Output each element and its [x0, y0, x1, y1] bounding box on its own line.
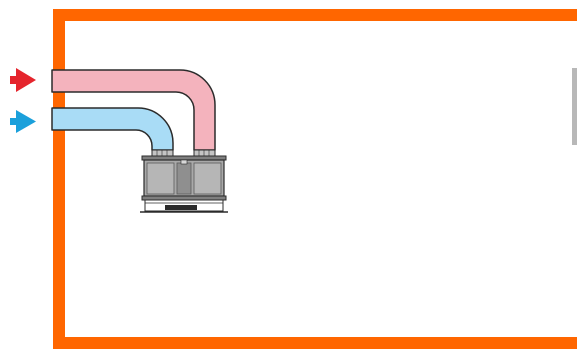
ventilation-unit-icon — [140, 149, 228, 213]
room-wall — [53, 9, 577, 349]
supply-duct — [51, 69, 216, 151]
red-inlet-arrow-icon — [10, 68, 36, 92]
edge-marker — [572, 68, 577, 145]
return-duct — [51, 107, 174, 151]
blue-inlet-arrow-icon — [10, 110, 36, 133]
